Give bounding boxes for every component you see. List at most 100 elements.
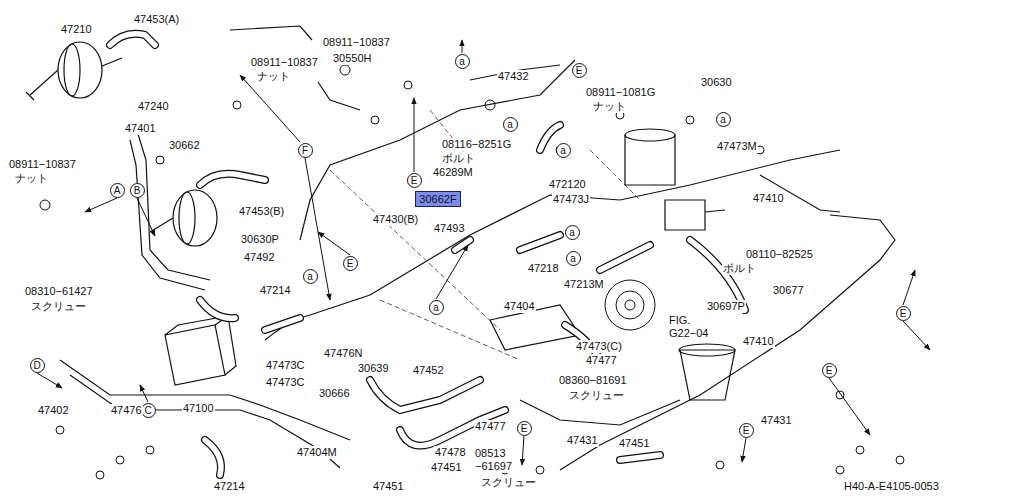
pipe-line [665,200,705,230]
hose-outline [205,440,221,475]
fastener-type: スクリュー [480,476,537,489]
fastener [616,291,644,319]
part-number: 47451 [430,461,463,474]
callout-letter: F [298,143,313,158]
fastener [625,300,635,310]
node-text: a [433,302,439,313]
pipe-line [150,218,173,232]
node-text: E [521,423,528,434]
node-text: a [307,271,313,282]
part-number: 47453(A) [133,13,180,26]
callout-letter: E [343,256,358,271]
hose-outline [110,34,155,45]
hose-outline [265,318,300,330]
pipe-line [30,70,58,95]
part-number: 47214 [259,284,292,297]
part-number: 30677 [772,284,805,297]
fastener [146,446,154,454]
booster-body [58,42,102,98]
part-number: 30697P [706,300,746,313]
part-number: 08360−81691 [558,374,628,387]
figure-code: H40-A-E4105-0053 [843,480,940,493]
node-text: 30662F [419,193,456,206]
pipe-line [138,134,210,280]
reference-arrow [37,373,62,388]
fastener-type: ナット [256,70,291,83]
part-number: 30630P [240,233,280,246]
pipe-line [705,210,725,212]
hose-body [205,440,221,475]
node-text: E [576,65,583,76]
callout-letter: E [822,363,837,378]
hose-body [600,245,650,270]
callout-letter: a [716,112,731,127]
part-number: 47240 [137,100,170,113]
part-number: 47473C [265,376,306,389]
callout-letter: E [896,306,911,321]
reference-arrow [305,158,330,300]
callout-letter: D [30,358,45,373]
booster-body [625,129,675,141]
part-number: 47493 [433,222,466,235]
pipe-line [560,215,895,470]
node-text: A [114,185,121,196]
part-number: 47451 [372,480,405,493]
booster-body [173,190,217,246]
callout-letter: a [566,251,581,266]
pipe-line [102,58,122,66]
hose-body [265,318,300,330]
fastener [340,65,350,75]
part-number: 47477 [474,420,507,433]
fastener-type: ナット [592,100,627,113]
callout-letter: B [130,183,145,198]
part-number: 47477 [585,354,618,367]
part-number: 08911−10837 [250,56,319,69]
callout-letter: A [110,183,125,198]
part-number: 47410 [752,192,785,205]
part-number: 47431 [760,414,793,427]
fastener [686,116,694,124]
booster-body [179,192,195,244]
pipe-line [70,375,340,468]
callout-letter: E [739,423,754,438]
pipe-line [625,135,675,185]
callout-letter: E [572,63,587,78]
fastener [40,200,50,210]
callout-letter: a [429,300,444,315]
booster-body [679,344,735,356]
part-number: 472120 [548,178,587,191]
part-number: 47431 [566,434,599,447]
reference-arrow [414,98,415,172]
callout-letter: a [303,269,318,284]
fastener [485,100,495,110]
pipe-line [60,360,350,440]
part-number: 47404 [503,300,536,313]
reference-arrow [462,40,463,53]
part-number: 30666 [318,387,351,400]
part-number: 08116−8251G [441,138,512,151]
node-text: E [743,425,750,436]
pipe-line [520,400,680,425]
part-number: 08911−10837 [8,158,77,171]
node-text: E [411,175,418,186]
node-text: B [134,185,141,196]
part-number: 30630 [700,76,733,89]
part-number: 08310−61427 [24,285,94,298]
part-number: 47453(B) [238,205,285,218]
pipe-line [225,316,236,375]
hose-body [200,300,235,318]
fastener [856,446,864,454]
node-text: a [507,119,513,130]
part-number: 47473C [265,359,306,372]
part-number: 47476 [110,404,143,417]
part-number: 30662 [168,139,201,152]
fastener [233,101,241,109]
part-number: 47213M [563,278,605,291]
pipe-line [165,325,225,385]
hose-body [200,174,265,185]
part-number: 47100 [182,402,215,415]
fastener [96,471,104,479]
pipe-line [230,26,312,40]
pipe-line [26,92,34,100]
hose-body [620,455,660,460]
